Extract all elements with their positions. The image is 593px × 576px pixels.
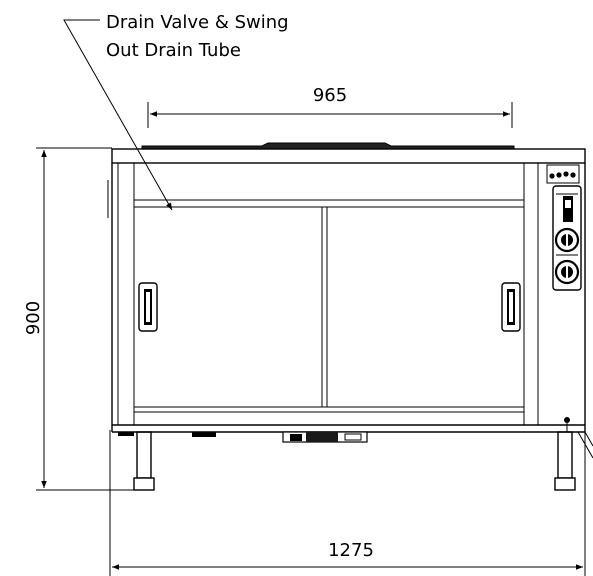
top-well-rim (141, 142, 515, 150)
door-handle-left (138, 282, 158, 332)
overall-width-dimension: 1275 (109, 430, 586, 576)
sliding-door-left (133, 206, 328, 408)
top-width-value: 965 (313, 85, 347, 106)
thermostat-knob-lower (554, 259, 580, 285)
thermostat-knob-upper (554, 227, 580, 253)
sliding-door-right (326, 206, 525, 408)
drain-valve-callout: Drain Valve & Swing Out Drain Tube (63, 12, 289, 211)
swing-out-drain-tube (564, 417, 593, 459)
bain-marie-unit (107, 142, 593, 491)
indicator-light-icon (556, 172, 562, 178)
worktop (111, 148, 586, 164)
callout-leader-line (63, 19, 173, 211)
underside-components (118, 431, 368, 443)
right-pillar (523, 162, 539, 426)
left-side-panel (117, 162, 135, 426)
door-handle-right (501, 282, 521, 332)
height-dimension: 900 (23, 147, 140, 491)
control-panel (546, 164, 582, 291)
top-width-dimension: 965 (147, 85, 513, 128)
overall-width-value: 1275 (328, 540, 374, 561)
switch-icon (563, 196, 573, 222)
leg-right (554, 431, 576, 491)
callout-text-line1: Drain Valve & Swing (106, 12, 289, 33)
indicator-light-icon (549, 173, 555, 179)
leg-left (133, 431, 155, 491)
height-value: 900 (23, 301, 44, 335)
indicator-light-icon (570, 172, 576, 178)
indicator-light-icon (563, 171, 569, 177)
callout-text-line2: Out Drain Tube (106, 40, 241, 61)
